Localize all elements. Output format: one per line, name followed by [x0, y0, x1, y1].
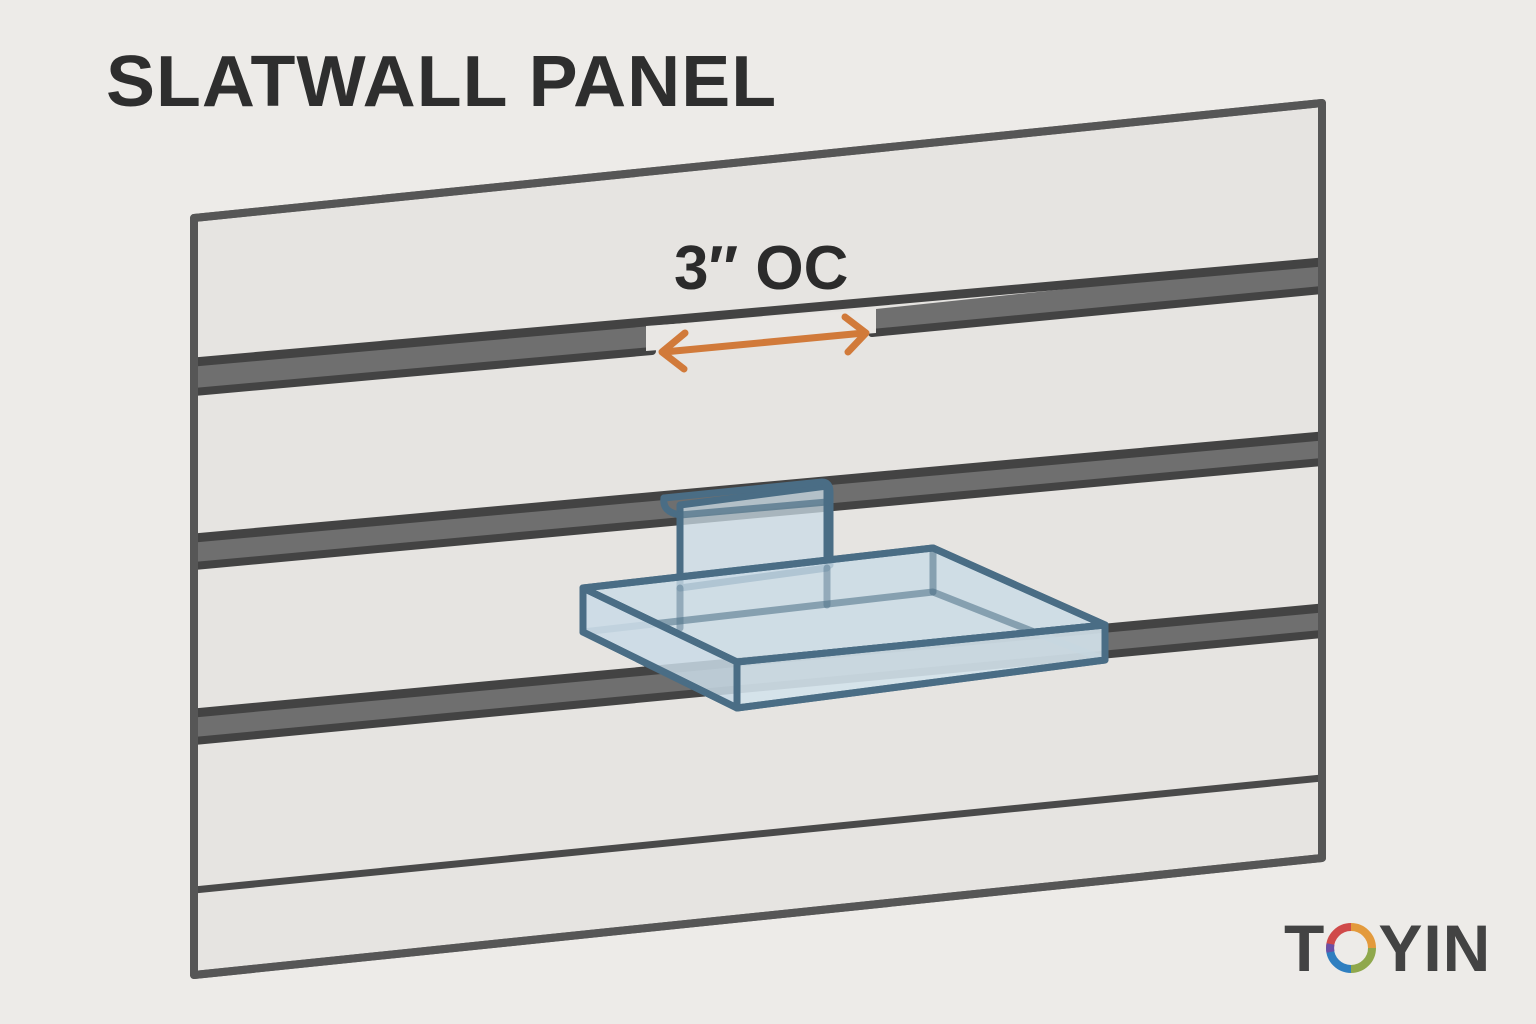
- slot-1: [190, 257, 1326, 396]
- diagram-title: SLATWALL PANEL: [106, 42, 778, 122]
- panel-groove-line: [193, 774, 1323, 894]
- logo-text-start: T: [1284, 911, 1326, 985]
- dimension-callout: 3″ OC: [658, 234, 870, 373]
- logo-ring-icon: [1326, 923, 1377, 973]
- dimension-label: 3″ OC: [674, 234, 848, 303]
- logo-text-end: YIN: [1378, 911, 1492, 985]
- acrylic-shelf: [579, 478, 1109, 712]
- brand-logo: T YIN: [1284, 915, 1491, 981]
- double-arrow-icon: [658, 313, 870, 373]
